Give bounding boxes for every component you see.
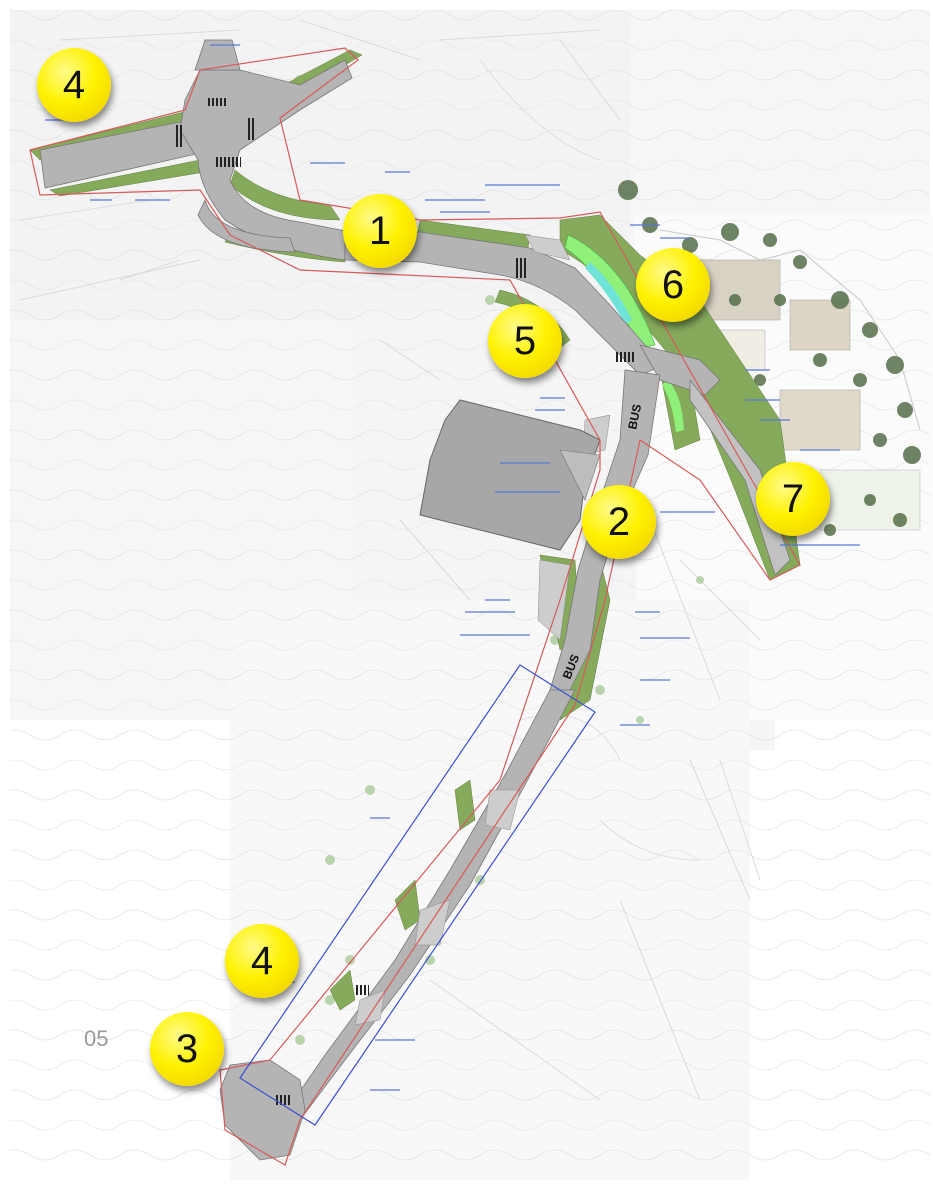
zone-marker-4-south: 4 [225, 924, 299, 998]
zone-marker-2: 2 [582, 485, 656, 559]
pond-lower [662, 380, 684, 432]
zone-marker-5: 5 [488, 304, 562, 378]
zone-marker-3: 3 [150, 1012, 224, 1086]
pedestrian-crossings [174, 98, 636, 1105]
sheet-number-label: 05 [84, 1026, 109, 1051]
trees [618, 180, 921, 536]
study-frame [239, 664, 596, 1126]
retention-pond-water [585, 262, 632, 324]
zone-marker-7: 7 [756, 462, 830, 536]
plan-annotations [45, 44, 860, 1091]
bus-lane-label-upper: BUS [625, 403, 644, 431]
zone-marker-1: 1 [343, 194, 417, 268]
project-perimeter [29, 47, 801, 1166]
zone-marker-4-north: 4 [37, 48, 111, 122]
commercial-building [419, 399, 601, 551]
zone-marker-6: 6 [636, 248, 710, 322]
plan-sheets [10, 10, 933, 1180]
residential-area [659, 229, 921, 531]
